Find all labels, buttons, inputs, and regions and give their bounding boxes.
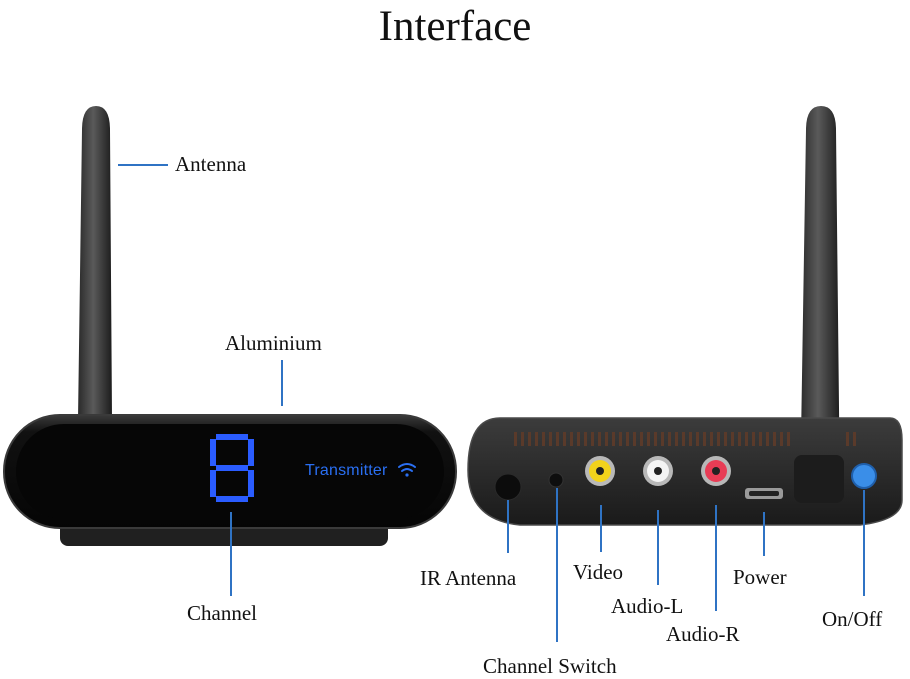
channel-display: 8 — [210, 434, 254, 502]
aluminium-leader — [281, 360, 283, 406]
audio-r-leader — [715, 505, 717, 611]
channel-switch-label: Channel Switch — [483, 654, 617, 678]
transmitter-label: Transmitter — [305, 462, 388, 479]
power-leader — [763, 512, 765, 556]
front-panel — [16, 424, 444, 519]
audio-r-label: Audio-R — [666, 622, 740, 646]
channel-digit: 8 — [210, 434, 211, 435]
on-off-leader — [863, 490, 865, 596]
channel-leader — [230, 512, 232, 596]
antenna-leader — [118, 164, 168, 166]
video-label: Video — [573, 560, 624, 584]
audio-l-label: Audio-L — [611, 594, 684, 618]
video-jack — [585, 456, 615, 486]
channel-switch-button — [548, 472, 564, 488]
rear-antenna-base — [794, 455, 844, 503]
channel-switch-leader — [556, 488, 558, 642]
antenna-label: Antenna — [175, 152, 247, 176]
ir-antenna-port — [494, 473, 522, 501]
aluminium-label: Aluminium — [225, 331, 322, 355]
audio-l-leader — [657, 510, 659, 585]
page-title: Interface — [378, 3, 532, 50]
power-label: Power — [733, 565, 787, 589]
channel-label: Channel — [187, 601, 257, 625]
wifi-icon — [398, 463, 416, 477]
ir-antenna-label: IR Antenna — [420, 566, 517, 590]
vent-slots — [514, 432, 856, 446]
audio-l-jack — [643, 456, 673, 486]
rear-body — [467, 417, 903, 526]
front-antenna — [78, 106, 112, 420]
video-leader — [600, 505, 602, 552]
rear-antenna — [800, 106, 840, 500]
ir-antenna-leader — [507, 500, 509, 553]
on-off-label: On/Off — [822, 607, 883, 631]
audio-r-jack — [701, 456, 731, 486]
power-button — [851, 463, 877, 489]
